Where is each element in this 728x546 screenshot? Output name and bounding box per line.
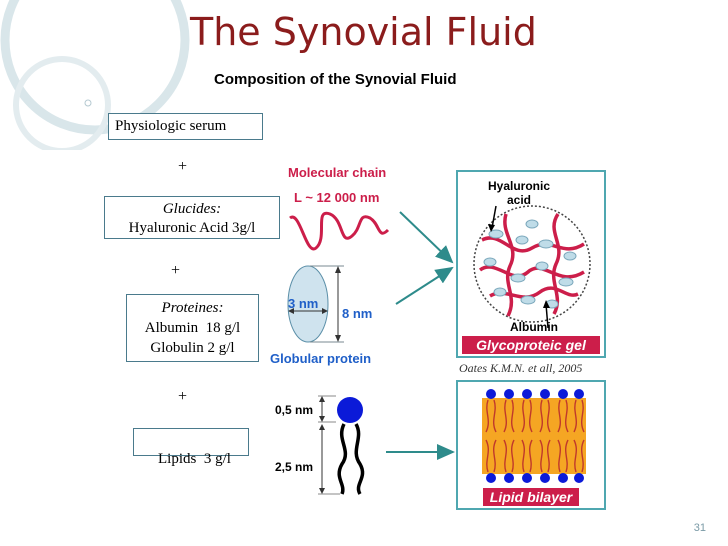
page-title: The Synovial Fluid	[190, 10, 537, 54]
serum-box: Physiologic serum	[108, 113, 263, 140]
molecular-chain-title: Molecular chain	[288, 165, 387, 180]
background-decoration	[0, 0, 190, 150]
gel-network-icon	[473, 205, 591, 328]
protein-width-label: 3 nm	[288, 296, 319, 311]
gel-panel: Hyaluronic acid Albumin Glycoproteic gel	[456, 170, 606, 358]
plus-sign: +	[178, 388, 188, 405]
globulin-value: Globulin 2 g/l	[150, 340, 235, 356]
globular-protein-icon	[287, 265, 344, 343]
glucides-label: Glucides:	[162, 201, 222, 217]
arrow-protein-to-gel	[395, 266, 454, 305]
lipid-molecule-icon	[318, 395, 365, 495]
lipid-bilayer-icon	[482, 389, 586, 483]
serum-label: Physiologic serum	[115, 118, 227, 134]
proteines-box: Proteines: Albumin 18 g/l Globulin 2 g/l	[126, 294, 259, 362]
gel-caption: Glycoproteic gel	[462, 336, 600, 354]
plus-sign: +	[178, 158, 188, 175]
glucides-value: Hyaluronic Acid 3g/l	[128, 220, 256, 236]
arrow-chain-to-gel	[399, 211, 454, 264]
bilayer-caption: Lipid bilayer	[483, 488, 579, 506]
lipids-value: Lipids 3 g/l	[158, 451, 231, 467]
albumin-value: Albumin 18 g/l	[144, 320, 241, 336]
molecular-chain-icon	[289, 211, 390, 251]
plus-sign: +	[171, 262, 181, 279]
glucides-box: Glucides: Hyaluronic Acid 3g/l	[104, 196, 280, 239]
albumin-label: Albumin	[510, 320, 558, 334]
lipids-box: Lipids 3 g/l	[133, 428, 249, 467]
hyaluronic-acid-label: Hyaluronic acid	[487, 179, 550, 207]
page-subtitle: Composition of the Synovial Fluid	[214, 71, 457, 88]
protein-height-label: 8 nm	[342, 306, 373, 321]
globular-protein-label: Globular protein	[270, 351, 372, 366]
lipid-tail-label: 2,5 nm	[275, 460, 314, 474]
molecular-chain-length: L ~ 12 000 nm	[294, 190, 380, 205]
page-number: 31	[693, 522, 706, 534]
bilayer-panel: Lipid bilayer	[456, 380, 606, 510]
proteines-label: Proteines:	[161, 300, 224, 316]
reference-citation: Oates K.M.N. et all, 2005	[459, 361, 583, 375]
lipid-head-label: 0,5 nm	[275, 403, 314, 417]
